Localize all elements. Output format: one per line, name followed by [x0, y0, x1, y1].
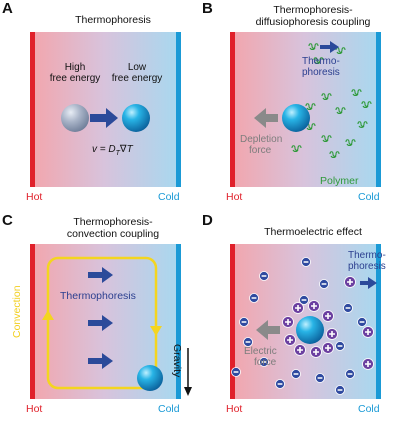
panel-d: D Thermoelectric effect Thermo- phoresis…: [200, 212, 396, 423]
hot-wall: [230, 244, 235, 399]
gravity-arrow-head: [184, 387, 192, 396]
motion-arrow: [90, 108, 118, 128]
cold-label: Cold: [358, 191, 380, 203]
panel-c-graphic: [30, 244, 192, 399]
cold-wall: [376, 244, 381, 399]
panel-d-graphic: [230, 244, 381, 399]
thermophoresis-label: Thermophoresis: [60, 290, 136, 302]
panel-letter: D: [202, 212, 213, 229]
hot-label: Hot: [26, 191, 43, 203]
flow-arrow-2: [88, 315, 113, 331]
panel-title: Thermophoresis- convection coupling: [66, 216, 160, 240]
panel-title: Thermophoresis: [75, 14, 151, 26]
hot-wall: [230, 32, 235, 187]
panel-a-graphic: [30, 32, 181, 187]
low-energy-label: Low free energy: [111, 62, 163, 84]
panel-b: B Thermophoresis- diffusiophoresis coupl…: [200, 0, 396, 211]
panel-a: A Thermophoresis High free energy Low fr…: [0, 0, 196, 211]
thermophoresis-label: Thermo- phoresis: [348, 250, 386, 272]
panel-letter: A: [2, 0, 13, 17]
high-energy-label: High free energy: [49, 62, 101, 84]
chamber-background: [30, 32, 178, 187]
cold-wall: [176, 244, 181, 399]
cold-wall: [176, 32, 181, 187]
depletion-force-label: Depletion force: [240, 134, 283, 156]
hot-wall: [30, 244, 35, 399]
convection-loop: [46, 256, 158, 390]
hot-wall: [30, 32, 35, 187]
depletion-arrow: [254, 108, 278, 128]
cold-label: Cold: [158, 191, 180, 203]
polymer-label: Polymer: [320, 175, 359, 187]
gravity-label: Gravity: [171, 344, 183, 378]
convection-label: Convection: [11, 285, 23, 338]
cold-label: Cold: [158, 403, 180, 415]
colloid-particle: [137, 365, 163, 391]
panel-b-graphic: [230, 32, 381, 187]
convection-up-arrow: [42, 310, 54, 320]
panel-title: Thermophoresis- diffusiophoresis couplin…: [255, 4, 371, 28]
electric-force-arrow: [256, 320, 280, 340]
electric-force-label: Electric force: [244, 346, 277, 368]
convection-down-arrow: [150, 326, 162, 336]
colloid-particle: [296, 316, 324, 344]
cold-wall: [376, 32, 381, 187]
cold-label: Cold: [358, 403, 380, 415]
panel-title: Thermoelectric effect: [264, 226, 362, 238]
panel-letter: B: [202, 0, 213, 17]
low-energy-particle: [122, 104, 150, 132]
panel-c: C Thermophoresis- convection coupling Th…: [0, 212, 196, 423]
flow-arrow-3: [88, 353, 113, 369]
thermophoresis-arrow: [360, 277, 377, 289]
panel-letter: C: [2, 212, 13, 229]
velocity-equation: v = DT∇T: [92, 144, 133, 157]
thermophoresis-arrow: [320, 41, 339, 53]
thermophoresis-label: Thermo- phoresis: [302, 56, 340, 78]
hot-label: Hot: [226, 403, 243, 415]
high-energy-particle: [61, 104, 89, 132]
flow-arrow-1: [88, 267, 113, 283]
colloid-particle: [282, 104, 310, 132]
hot-label: Hot: [226, 191, 243, 203]
hot-label: Hot: [26, 403, 43, 415]
